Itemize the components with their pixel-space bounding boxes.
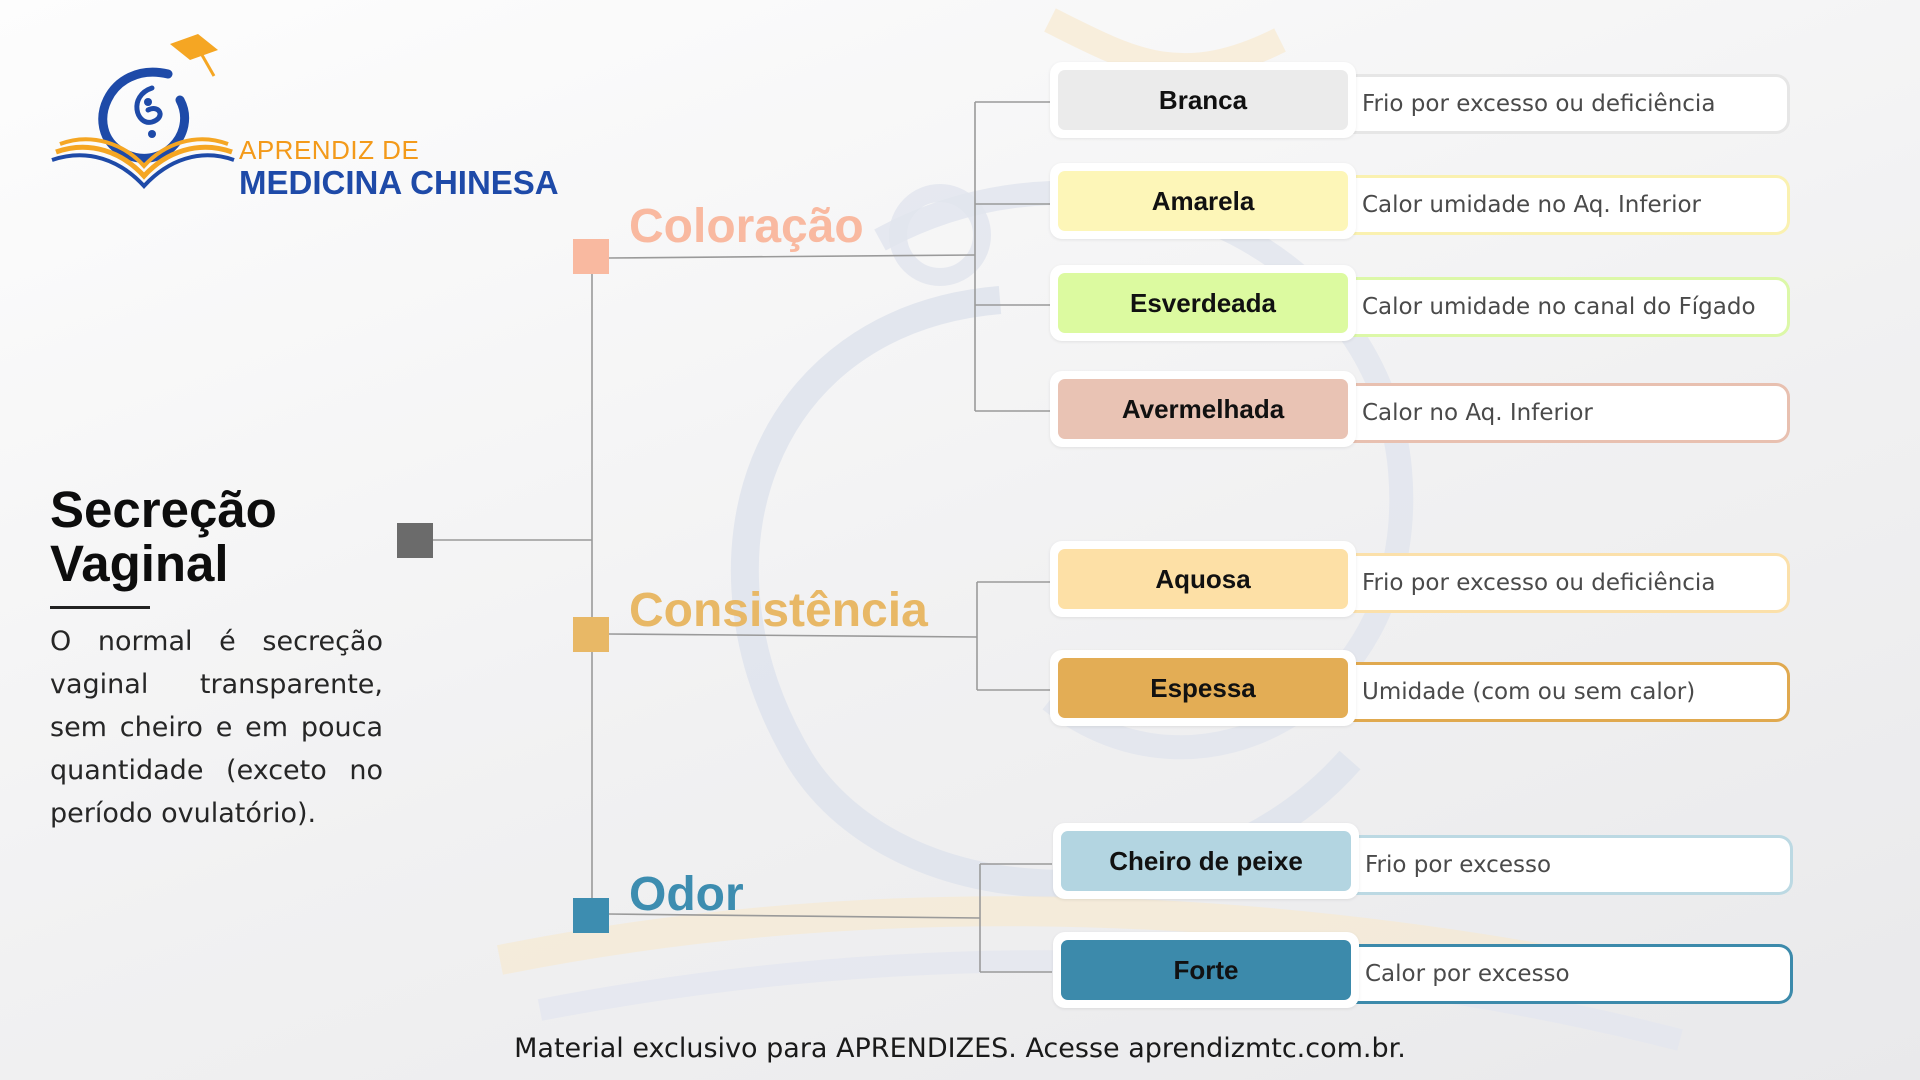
category-label-odor: Odor [629,868,744,921]
option-name: Aquosa [1058,549,1348,609]
option-pill: Avermelhada [1050,371,1356,447]
logo-emblem-icon [51,34,235,189]
consistencia-node-square [573,617,609,652]
option-meaning: Frio por excesso [1343,835,1793,895]
option-cheiro-de-peixe: Frio por excesso Cheiro de peixe [1053,823,1799,899]
option-name: Avermelhada [1058,379,1348,439]
option-name: Esverdeada [1058,273,1348,333]
title-underline [50,606,150,609]
brand-line2: MEDICINA CHINESA [239,164,559,201]
option-branca: Frio por excesso ou deficiência Branca [1050,62,1796,138]
brand-line1: APRENDIZ DE [239,135,420,165]
option-espessa: Umidade (com ou sem calor) Espessa [1050,650,1796,726]
coloracao-node-square [573,239,609,274]
footer-note: Material exclusivo para APRENDIZES. Aces… [514,1033,1406,1064]
option-pill: Branca [1050,62,1356,138]
option-meaning: Calor no Aq. Inferior [1340,383,1790,443]
page-title: Secreção Vaginal [50,481,277,592]
option-meaning: Umidade (com ou sem calor) [1340,662,1790,722]
option-name: Forte [1061,940,1351,1000]
brand-logo: APRENDIZ DE MEDICINA CHINESA [48,30,568,210]
option-meaning: Calor umidade no Aq. Inferior [1340,175,1790,235]
option-name: Amarela [1058,171,1348,231]
option-meaning: Frio por excesso ou deficiência [1340,553,1790,613]
option-name: Cheiro de peixe [1061,831,1351,891]
option-meaning: Calor umidade no canal do Fígado [1340,277,1790,337]
option-pill: Cheiro de peixe [1053,823,1359,899]
option-avermelhada: Calor no Aq. Inferior Avermelhada [1050,371,1796,447]
option-esverdeada: Calor umidade no canal do Fígado Esverde… [1050,265,1796,341]
option-meaning: Frio por excesso ou deficiência [1340,74,1790,134]
category-label-coloracao: Coloração [629,200,864,253]
option-name: Espessa [1058,658,1348,718]
option-pill: Forte [1053,932,1359,1008]
option-name: Branca [1058,70,1348,130]
category-label-consistencia: Consistência [629,584,928,637]
option-meaning: Calor por excesso [1343,944,1793,1004]
option-pill: Amarela [1050,163,1356,239]
option-pill: Espessa [1050,650,1356,726]
option-forte: Calor por excesso Forte [1053,932,1799,1008]
option-amarela: Calor umidade no Aq. Inferior Amarela [1050,163,1796,239]
option-pill: Aquosa [1050,541,1356,617]
option-pill: Esverdeada [1050,265,1356,341]
root-node-square [397,523,433,558]
odor-node-square [573,898,609,933]
option-aquosa: Frio por excesso ou deficiência Aquosa [1050,541,1796,617]
topic-description: O normal é secreção vaginal transparente… [50,626,383,829]
